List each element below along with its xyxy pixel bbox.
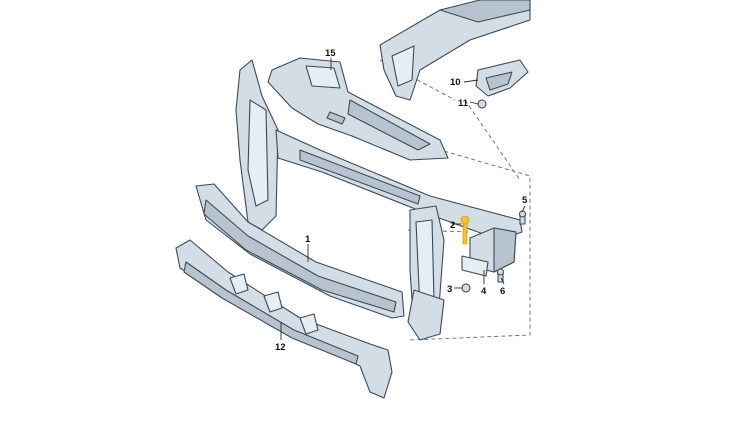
front-carrier-frame (235, 59, 523, 341)
callout-1: 1 (305, 234, 311, 245)
part-10-bracket (475, 59, 529, 97)
part-4-side-bracket (461, 227, 517, 277)
part-3-nut (461, 283, 471, 293)
callout-11: 11 (458, 98, 469, 109)
body-side-member (379, 0, 531, 101)
part-12-upper-cover (267, 57, 449, 161)
callout-6: 6 (500, 286, 505, 297)
callout-5: 5 (522, 195, 528, 206)
part-11-nut (477, 99, 487, 109)
callout-12: 15 (325, 48, 336, 59)
callout-labels: 15 10 11 5 2 1 3 4 6 12 (275, 48, 528, 353)
callout-4: 4 (481, 286, 487, 297)
callout-3: 3 (447, 284, 452, 295)
leader-lines (280, 58, 526, 340)
callout-2: 2 (450, 220, 455, 231)
callout-15: 12 (275, 342, 286, 353)
part-6-bolt (496, 268, 505, 283)
part-15-energy-absorber (175, 239, 393, 399)
part-2-bolt (460, 215, 470, 245)
part-5-bolt (518, 210, 527, 225)
part-1-bumper-beam (195, 183, 405, 319)
callout-10: 10 (450, 77, 461, 88)
